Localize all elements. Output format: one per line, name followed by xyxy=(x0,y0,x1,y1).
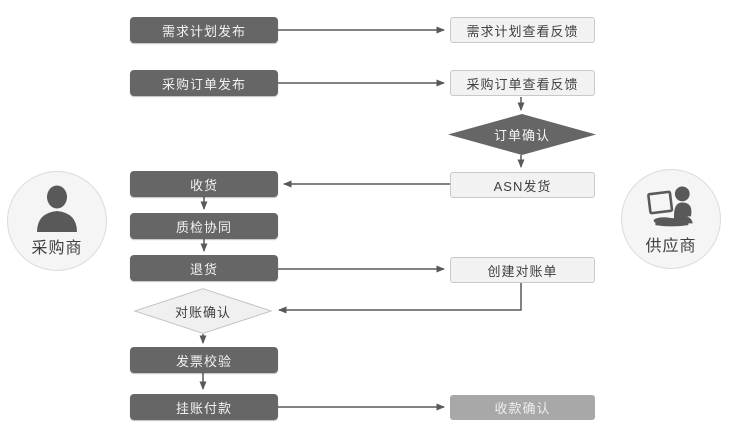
order-confirm-label: 订单确认 xyxy=(493,128,550,143)
supplier-label: 供应商 xyxy=(645,238,697,255)
recon-confirm-label: 对账确认 xyxy=(174,304,231,320)
node-order-confirm-diamond[interactable]: 订单确认 xyxy=(448,114,596,155)
node-asn-ship[interactable]: ASN发货 xyxy=(450,172,595,198)
node-create-statement[interactable]: 创建对账单 xyxy=(450,257,595,283)
supplier-actor: 供应商 xyxy=(621,169,721,269)
node-recon-confirm-diamond[interactable]: 对账确认 xyxy=(134,288,272,334)
node-po-publish[interactable]: 采购订单发布 xyxy=(130,70,278,96)
supplier-person-laptop-icon xyxy=(647,186,693,227)
order-diamond-shape xyxy=(448,114,596,155)
buyer-actor: 采购商 xyxy=(7,171,107,271)
buyer-person-icon xyxy=(37,185,77,232)
node-demand-plan-publish[interactable]: 需求计划发布 xyxy=(130,17,278,43)
recon-diamond-shape xyxy=(134,288,272,334)
node-receipt-confirm[interactable]: 收款确认 xyxy=(450,395,595,420)
node-invoice-check[interactable]: 发票校验 xyxy=(130,347,278,373)
node-receive-goods[interactable]: 收货 xyxy=(130,171,278,197)
connector-statement-to-recon xyxy=(278,283,522,314)
buyer-label: 采购商 xyxy=(31,240,83,257)
node-return-goods[interactable]: 退货 xyxy=(130,255,278,281)
node-quality-collab[interactable]: 质检协同 xyxy=(130,213,278,239)
node-po-feedback[interactable]: 采购订单查看反馈 xyxy=(450,70,595,96)
node-payment[interactable]: 挂账付款 xyxy=(130,394,278,420)
node-demand-plan-feedback[interactable]: 需求计划查看反馈 xyxy=(450,17,595,43)
